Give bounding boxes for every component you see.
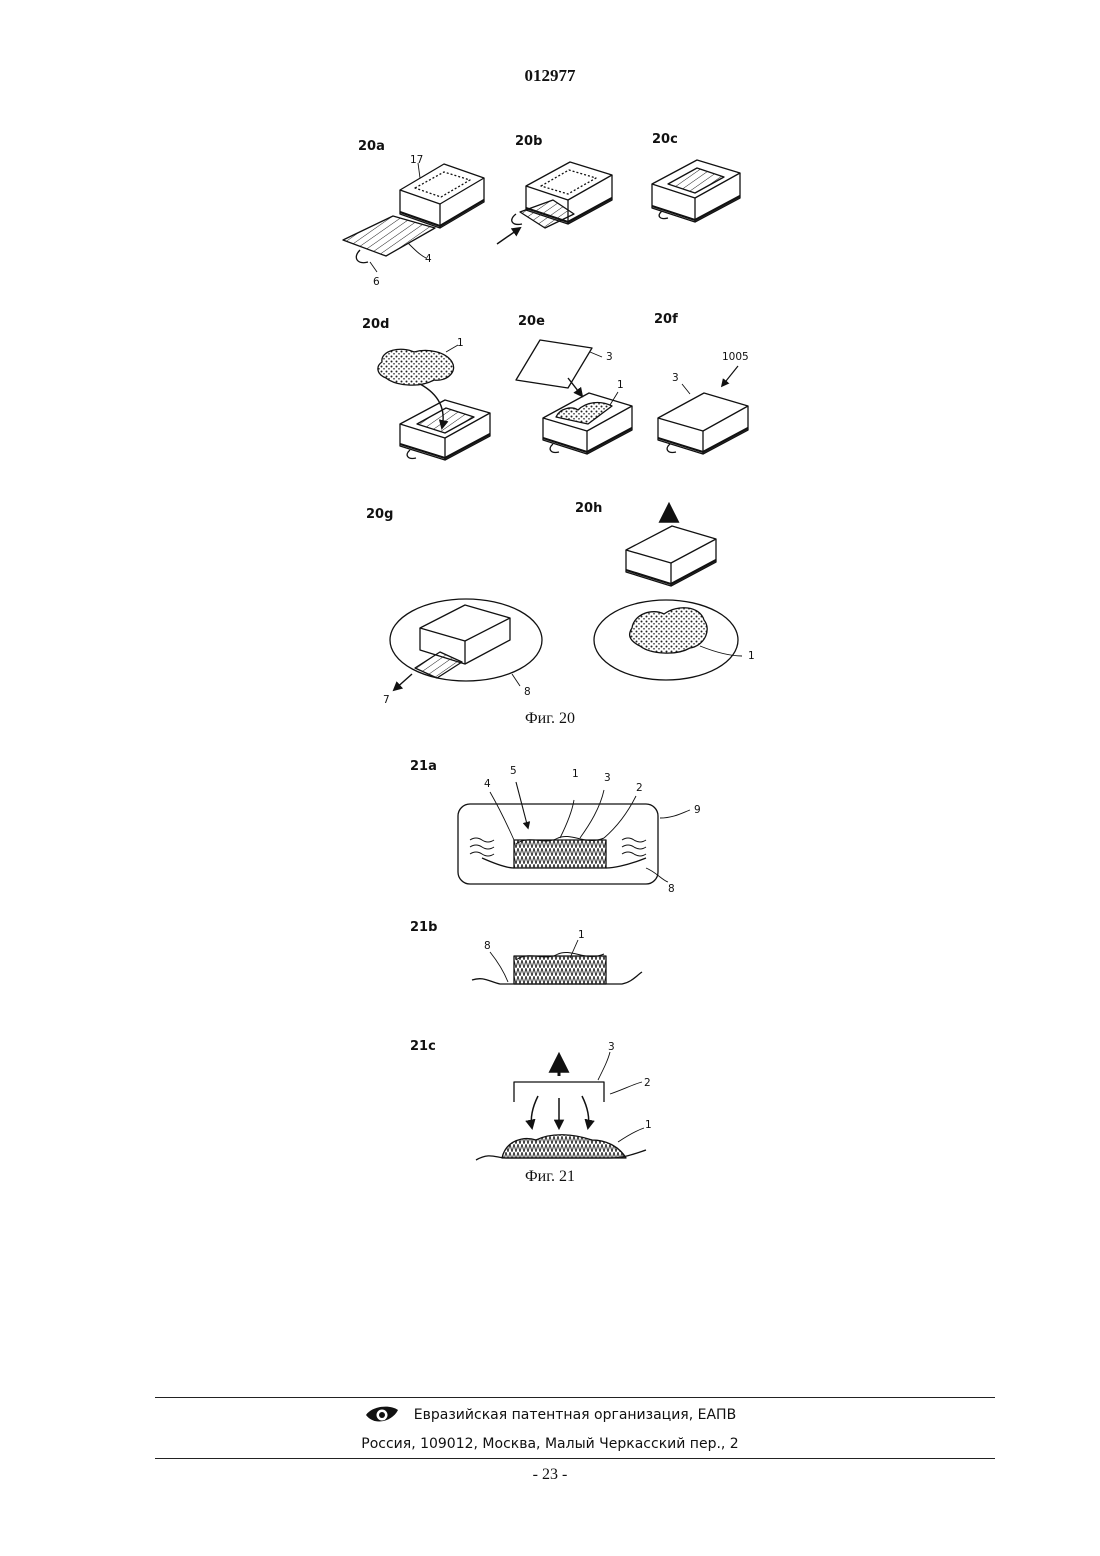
panel-label-21c: 21c xyxy=(410,1039,436,1054)
ref-3-21a: 3 xyxy=(604,772,611,784)
panel-label-20d: 20d xyxy=(362,317,389,332)
figure-20c: 20c xyxy=(652,132,740,222)
figure-20a: 20a 17 4 6 xyxy=(343,139,484,288)
ref-8-21b: 8 xyxy=(484,940,491,952)
footer-bottom-rule xyxy=(155,1458,995,1459)
ref-1-21a: 1 xyxy=(572,768,579,780)
panel-label-20h: 20h xyxy=(575,501,602,516)
figure-20g: 20g 7 8 xyxy=(366,507,542,706)
footer-top-rule xyxy=(155,1397,995,1398)
drawing-sheet: 20a 17 4 6 20b xyxy=(0,0,1100,1300)
ref-4-21a: 4 xyxy=(484,778,491,790)
ref-5: 5 xyxy=(510,765,517,777)
ref-8-21a: 8 xyxy=(668,883,675,895)
panel-label-21a: 21a xyxy=(410,759,437,774)
figure-21-caption: Фиг. 21 xyxy=(525,1168,575,1185)
ref-7: 7 xyxy=(383,694,390,706)
ref-3-20f: 3 xyxy=(672,372,679,384)
figure-21c: 21c 3 2 1 xyxy=(410,1039,652,1160)
ref-6: 6 xyxy=(373,276,380,288)
figure-20b: 20b xyxy=(497,134,612,244)
panel-label-21b: 21b xyxy=(410,920,437,935)
footer-organization-row: Евразийская патентная организация, ЕАПВ xyxy=(0,1404,1100,1430)
footer-organization: Евразийская патентная организация, ЕАПВ xyxy=(414,1407,736,1423)
panel-label-20a: 20a xyxy=(358,139,385,154)
panel-label-20g: 20g xyxy=(366,507,393,522)
ref-1-20d: 1 xyxy=(457,337,464,349)
ref-3-21c: 3 xyxy=(608,1041,615,1053)
panel-label-20e: 20e xyxy=(518,314,545,329)
footer-address: Россия, 109012, Москва, Малый Черкасский… xyxy=(0,1436,1100,1452)
ref-1-20e: 1 xyxy=(617,379,624,391)
page-number: - 23 - xyxy=(0,1466,1100,1484)
ref-8-20g: 8 xyxy=(524,686,531,698)
ref-1005: 1005 xyxy=(722,351,749,363)
ref-1-20h: 1 xyxy=(748,650,755,662)
ref-3-20e: 3 xyxy=(606,351,613,363)
ref-2-21c: 2 xyxy=(644,1077,651,1089)
figure-21b: 21b 1 8 xyxy=(410,920,642,984)
ref-1-21b: 1 xyxy=(578,929,585,941)
figure-20d: 20d 1 xyxy=(362,317,490,460)
figure-20-caption: Фиг. 20 xyxy=(525,710,575,727)
panel-label-20b: 20b xyxy=(515,134,542,149)
ref-4: 4 xyxy=(425,253,432,265)
figure-21a: 21a 4 5 1 3 2 9 8 xyxy=(410,759,701,895)
ref-9: 9 xyxy=(694,804,701,816)
figure-20h: 20h 1 xyxy=(575,501,755,680)
panel-label-20f: 20f xyxy=(654,312,678,327)
panel-label-20c: 20c xyxy=(652,132,678,147)
eapo-logo-icon xyxy=(364,1404,400,1426)
figure-20f: 20f 1005 3 xyxy=(654,312,749,454)
ref-17: 17 xyxy=(410,154,423,166)
ref-1-21c: 1 xyxy=(645,1119,652,1131)
ref-2-21a: 2 xyxy=(636,782,643,794)
figure-20e: 20e 3 1 xyxy=(516,314,632,454)
